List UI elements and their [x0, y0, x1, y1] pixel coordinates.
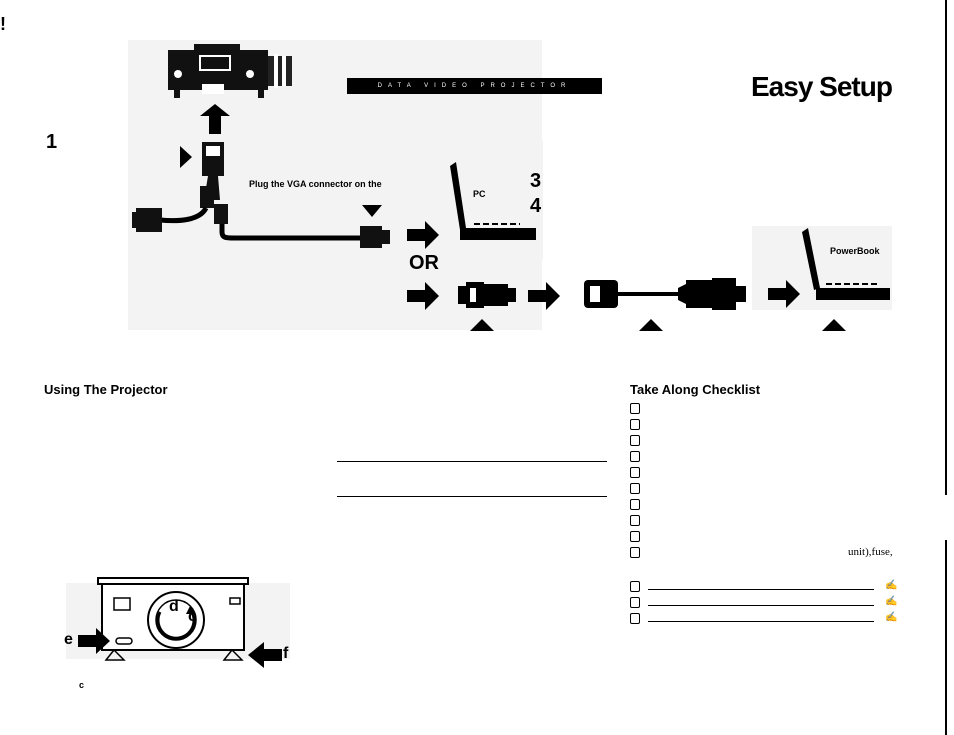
checklist-checkbox[interactable] [630, 435, 640, 446]
right-arrow-icon [407, 282, 439, 310]
checklist-checkbox[interactable] [630, 597, 640, 608]
callout-d: d [169, 598, 179, 615]
left-arrow-icon [248, 642, 282, 668]
using-projector-heading: Using The Projector [44, 382, 168, 397]
mac-cable-illustration [584, 278, 746, 310]
callout-c-small: c [79, 680, 85, 690]
write-in-line[interactable] [648, 605, 874, 606]
vga-instruction-text: Plug the VGA connector on the [249, 179, 382, 189]
write-in-line[interactable] [648, 589, 874, 590]
pencil-icon: ✍ [885, 580, 898, 591]
page-title: Easy Setup [751, 71, 893, 102]
write-in-line[interactable] [648, 621, 874, 622]
checklist-checkbox[interactable] [630, 467, 640, 478]
pencil-icon: ✍ [885, 596, 898, 607]
checklist-checkbox[interactable] [630, 613, 640, 624]
product-banner: DATA VIDEO PROJECTOR [347, 78, 602, 94]
checklist-checkbox[interactable] [630, 499, 640, 510]
pointer-triangle-icon [180, 146, 192, 168]
page-edge-rule-lower [945, 540, 947, 735]
pc-label: PC [473, 189, 486, 199]
up-triangle-icon [470, 319, 494, 331]
down-triangle-icon [362, 205, 382, 217]
checklist-checkbox[interactable] [630, 419, 640, 430]
corner-mark: ! [0, 14, 6, 34]
page-edge-rule [945, 0, 947, 495]
divider-line [337, 496, 607, 497]
checklist-checkbox[interactable] [630, 581, 640, 592]
callout-f: f [283, 645, 289, 662]
powerbook-label: PowerBook [830, 246, 880, 256]
right-arrow-icon [78, 628, 110, 654]
checklist-checkbox[interactable] [630, 403, 640, 414]
checklist-checkbox[interactable] [630, 547, 640, 558]
checklist-checkbox[interactable] [630, 531, 640, 542]
checklist-heading: Take Along Checklist [630, 382, 761, 397]
pc-laptop-illustration [450, 162, 536, 240]
projector-illustration [168, 44, 292, 98]
checklist-checkbox[interactable] [630, 483, 640, 494]
powerbook-illustration [802, 228, 890, 300]
vga-adapter-illustration [458, 282, 516, 308]
checklist-checkbox[interactable] [630, 451, 640, 462]
divider-line [337, 461, 607, 462]
up-arrow-icon [200, 104, 230, 134]
callout-c: c [188, 608, 197, 625]
right-arrow-icon [407, 221, 439, 249]
checklist-item-text: unit),fuse, [848, 546, 893, 558]
up-triangle-icon [639, 319, 663, 331]
step-number-3: 3 [530, 170, 542, 192]
vga-y-cable-illustration [132, 142, 390, 248]
right-arrow-icon [528, 282, 560, 310]
or-label: OR [409, 252, 439, 274]
up-triangle-icon [822, 319, 846, 331]
checklist-checkbox[interactable] [630, 515, 640, 526]
pencil-icon: ✍ [885, 612, 898, 623]
projector-front-illustration [97, 577, 249, 661]
step-number-4: 4 [530, 195, 542, 217]
callout-e: e [64, 631, 73, 648]
step-number-1: 1 [46, 131, 58, 153]
right-arrow-icon [768, 280, 800, 308]
